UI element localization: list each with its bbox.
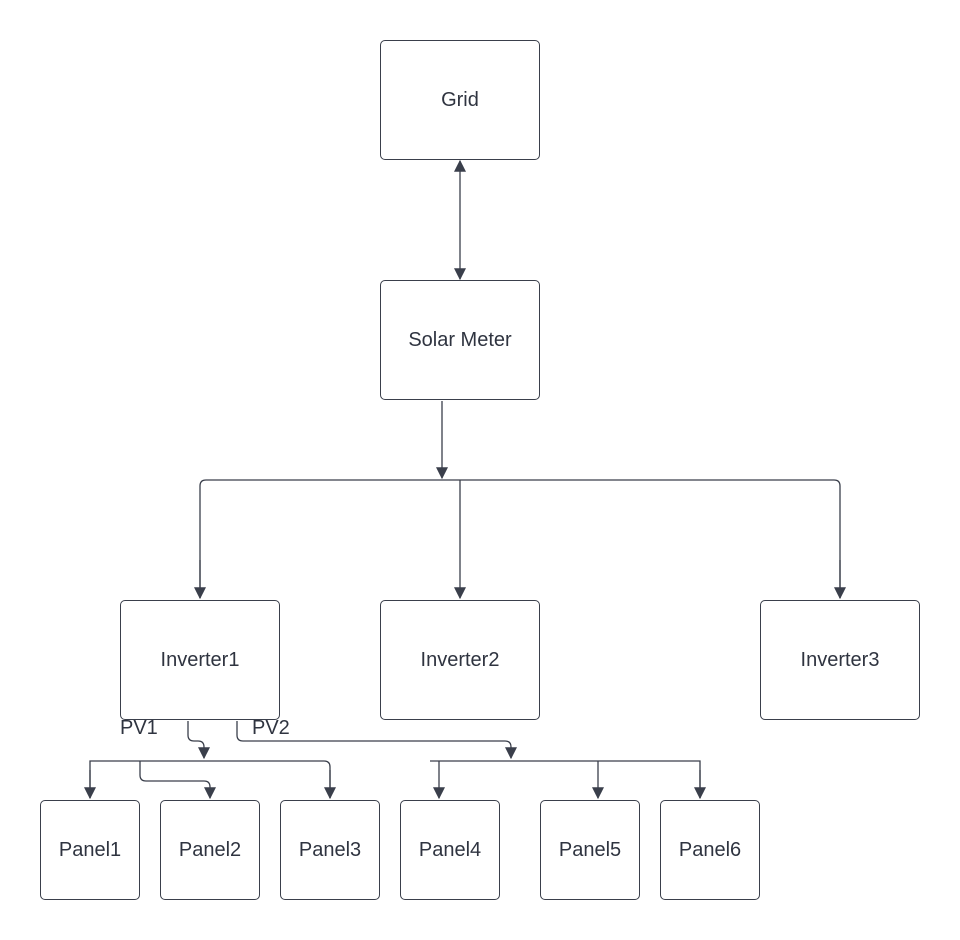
inverter-bus-line — [199, 479, 841, 598]
pv2-label: PV2 — [252, 717, 290, 739]
panel6-node[interactable]: Panel6 — [660, 800, 760, 900]
pv1-label: PV1 — [120, 717, 158, 739]
panel5-node[interactable]: Panel5 — [540, 800, 640, 900]
panel3-node[interactable]: Panel3 — [280, 800, 380, 900]
grid-label: Grid — [441, 88, 479, 111]
pv2-connector — [236, 721, 517, 760]
inverter1-node[interactable]: Inverter1 — [120, 600, 280, 720]
solar-meter-node[interactable]: Solar Meter — [380, 280, 540, 400]
inverter2-node[interactable]: Inverter2 — [380, 600, 540, 720]
panel3-label: Panel3 — [298, 838, 362, 861]
pv1-to-panel2-connector — [139, 761, 216, 800]
inverter3-label: Inverter3 — [800, 648, 880, 671]
panel6-label: Panel6 — [678, 838, 742, 861]
panel4-node[interactable]: Panel4 — [400, 800, 500, 900]
pv2-bus-line — [430, 760, 701, 798]
grid-node[interactable]: Grid — [380, 40, 540, 160]
inverter2-label: Inverter2 — [420, 648, 500, 671]
inverter3-node[interactable]: Inverter3 — [760, 600, 920, 720]
panel4-label: Panel4 — [418, 838, 482, 861]
inverter1-label: Inverter1 — [160, 648, 240, 671]
panel2-label: Panel2 — [178, 838, 242, 861]
panel1-node[interactable]: Panel1 — [40, 800, 140, 900]
panel5-label: Panel5 — [558, 838, 622, 861]
panel1-label: Panel1 — [58, 838, 122, 861]
panel2-node[interactable]: Panel2 — [160, 800, 260, 900]
pv1-bus-line — [89, 760, 331, 798]
solar-meter-label: Solar Meter — [408, 328, 512, 351]
pv1-connector — [187, 721, 210, 760]
